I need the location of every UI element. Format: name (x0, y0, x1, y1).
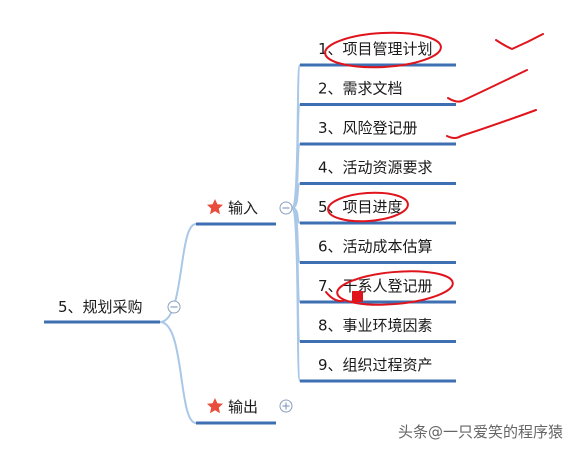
branch-output[interactable]: 输出 (196, 398, 293, 425)
leaf-node[interactable]: 4、活动资源要求 (300, 159, 456, 185)
annotation-circle-item-5 (327, 191, 409, 223)
leaf-label: 3、风险登记册 (318, 119, 418, 137)
annotation-check-3 (446, 109, 537, 139)
leaf-label: 1、项目管理计划 (318, 40, 433, 58)
annotation-check-2 (447, 69, 528, 103)
star-icon (207, 398, 223, 414)
connector-lines (159, 64, 301, 424)
leaf-node[interactable]: 6、活动成本估算 (300, 238, 456, 264)
leaf-label: 6、活动成本估算 (318, 238, 433, 256)
annotation-circle-item-1 (324, 31, 442, 69)
branch-output-label: 输出 (228, 398, 258, 416)
branch-output-expand-toggle[interactable] (279, 399, 293, 413)
leaf-label: 5、项目进度 (318, 198, 403, 216)
root-node[interactable]: 5、规划采购 (44, 298, 181, 324)
branch-input-label: 输入 (228, 199, 258, 217)
root-label: 5、规划采购 (58, 298, 143, 316)
leaf-label: 7、干系人登记册 (318, 277, 433, 295)
leaf-label: 4、活动资源要求 (318, 159, 433, 177)
leaf-node[interactable]: 2、需求文档 (300, 80, 456, 106)
leaf-node[interactable]: 1、项目管理计划 (300, 40, 456, 67)
annotation-circle-item-7 (336, 270, 454, 306)
annotation-check-1 (495, 33, 544, 51)
leaf-node[interactable]: 8、事业环境因素 (300, 317, 456, 343)
leaf-node[interactable]: 5、项目进度 (300, 198, 456, 225)
red-annotations (324, 31, 544, 306)
leaf-node[interactable]: 7、干系人登记册 (300, 277, 456, 304)
connector-input-leaf (291, 207, 301, 382)
watermark-text: 头条@一只爱笑的程序猿 (398, 423, 563, 441)
leaf-node[interactable]: 3、风险登记册 (300, 119, 456, 146)
connector-root-input (159, 223, 197, 323)
root-collapse-toggle[interactable] (167, 300, 181, 314)
leaf-label: 2、需求文档 (318, 80, 403, 98)
annotation-marker (352, 291, 363, 302)
leaf-node[interactable]: 9、组织过程资产 (300, 356, 456, 383)
leaf-label: 9、组织过程资产 (318, 356, 433, 374)
connector-root-output (159, 321, 197, 424)
branch-input[interactable]: 输入 (196, 199, 293, 226)
annotation-dash (325, 291, 344, 303)
leaf-label: 8、事业环境因素 (318, 317, 433, 335)
star-icon (207, 199, 223, 215)
input-children: 1、项目管理计划 2、需求文档 3、风险登记册 4、活动资源要求 5、项目进度 6、活动成… (300, 40, 456, 383)
branch-input-collapse-toggle[interactable] (279, 201, 293, 215)
